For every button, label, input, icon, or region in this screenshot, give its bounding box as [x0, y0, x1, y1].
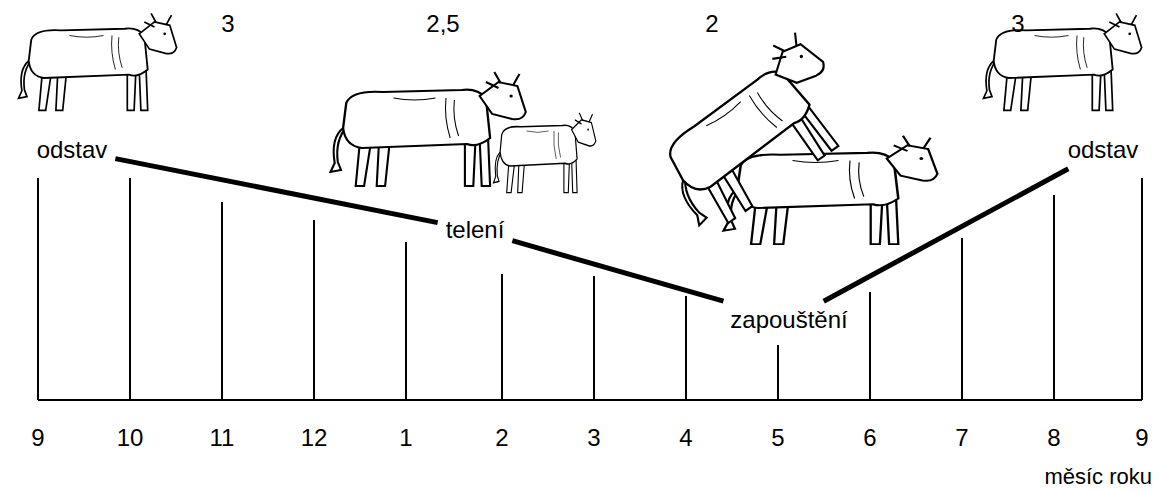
month-number: 9 — [1135, 424, 1148, 452]
phase-text: zapouštění — [730, 306, 847, 334]
month-number: 4 — [679, 424, 692, 452]
month-number: 1 — [399, 424, 412, 452]
phase-label: odstav — [33, 135, 112, 165]
month-number: 9 — [31, 424, 44, 452]
phase-text: telení — [446, 216, 505, 244]
month-number: 10 — [117, 424, 144, 452]
month-number: 11 — [210, 424, 235, 452]
phase-connector — [824, 169, 1069, 301]
axis-title: měsíc roku — [1044, 464, 1152, 489]
phase-label: odstav — [1064, 135, 1143, 165]
month-number: 7 — [955, 424, 968, 452]
phase-duration: 3 — [221, 10, 234, 38]
phase-duration: 2,5 — [426, 10, 459, 38]
month-number: 2 — [495, 424, 508, 452]
phase-label: zapouštění — [726, 305, 851, 335]
phase-label: telení — [442, 215, 509, 245]
month-number: 6 — [863, 424, 876, 452]
phase-duration: 3 — [1011, 10, 1024, 38]
phase-connector — [512, 241, 723, 301]
phase-duration: 2 — [705, 10, 718, 38]
phase-connector — [115, 159, 437, 223]
month-number: 5 — [771, 424, 784, 452]
month-number: 8 — [1047, 424, 1060, 452]
month-number: 12 — [301, 424, 328, 452]
phase-text: odstav — [37, 136, 108, 164]
month-number: 3 — [587, 424, 600, 452]
phase-text: odstav — [1068, 136, 1139, 164]
